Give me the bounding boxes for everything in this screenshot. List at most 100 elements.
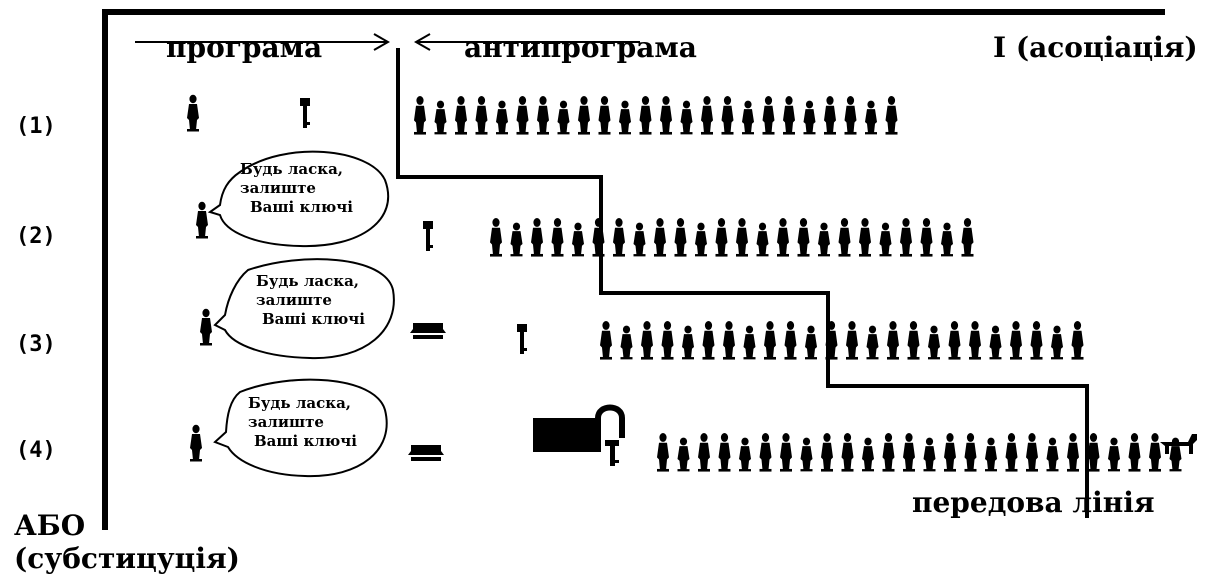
crowd-person-icon <box>783 96 795 135</box>
crowd-person-icon <box>1087 433 1100 472</box>
crowd-person-icon <box>759 433 772 472</box>
crowd-person-icon <box>824 96 836 135</box>
crowd-person-icon <box>961 218 974 257</box>
crowd-person-icon <box>1108 437 1120 472</box>
crowd-person-icon <box>887 321 899 360</box>
crowd-person-icon <box>838 218 851 257</box>
crowd-person-icon <box>510 222 523 257</box>
crowd-person-icon <box>600 321 612 360</box>
antiprogram-arrow <box>413 33 640 51</box>
speech-line: залиште <box>240 179 316 197</box>
crowd-person-icon <box>944 433 956 472</box>
crowd-person-icon <box>490 218 502 257</box>
crowd-person-icon <box>660 96 672 135</box>
crowd-person-icon <box>598 96 611 135</box>
crowd-person-icon <box>821 433 833 472</box>
crowd-person-icon <box>777 218 789 257</box>
crowd-person-icon <box>841 433 854 472</box>
crowd-person-icon <box>639 96 652 135</box>
crowd-person-icon <box>742 100 754 135</box>
crowd-person-icon <box>531 218 543 257</box>
crowd-person-icon <box>762 96 775 135</box>
crowd-person-icon <box>1067 433 1079 472</box>
crowd-person-icon <box>784 321 797 360</box>
crowd-person-icon <box>1010 321 1022 360</box>
row-label: (4) <box>16 438 56 463</box>
crowd-person-icon <box>455 96 467 135</box>
crowd-person-icon <box>948 321 961 360</box>
crowd-person-icon <box>969 321 981 360</box>
speech-line: Будь ласка, <box>248 394 352 412</box>
speech-bubble <box>207 150 390 248</box>
crowd-person-icon <box>866 325 879 360</box>
crowd-person-icon <box>859 218 871 257</box>
crowd-person-icon <box>797 218 810 257</box>
crowd-person-icon <box>1071 321 1084 360</box>
crowd-person-icon <box>844 96 857 135</box>
crowd-person-icon <box>989 325 1002 360</box>
weight-icon <box>408 445 444 461</box>
front-line <box>396 48 1089 518</box>
antiprogram-crowd <box>490 218 974 257</box>
crowd-person-icon <box>619 100 631 135</box>
crowd-person-icon <box>882 433 895 472</box>
and-axis-label: І (асоціація) <box>993 31 1198 64</box>
crowd-person-icon <box>743 325 756 360</box>
crowd-person-icon <box>578 96 590 135</box>
crowd-person-icon <box>674 218 687 257</box>
crowd-person-icon <box>920 218 933 257</box>
crowd-person-icon <box>654 218 666 257</box>
crowd-person-icon <box>1149 433 1161 472</box>
speech-line: залиште <box>256 291 332 309</box>
speech-line: Ваші ключі <box>262 310 365 328</box>
crowd-person-icon <box>551 218 564 257</box>
crowd-person-icon <box>701 96 713 135</box>
program-person-icon <box>196 201 208 239</box>
crowd-person-icon <box>941 222 953 257</box>
crowd-person-icon <box>1026 433 1038 472</box>
crowd-person-icon <box>805 325 817 360</box>
crowd-person-icon <box>641 321 653 360</box>
crowd-person-icon <box>682 325 694 360</box>
or-axis-label: АБО <box>14 509 86 542</box>
key-icon <box>300 98 310 128</box>
speech-text: Будь ласка, залиште Ваші ключі <box>240 160 353 217</box>
crowd-person-icon <box>1030 321 1043 360</box>
crowd-person-icon <box>572 222 584 257</box>
speech-line: Ваші ключі <box>254 432 357 450</box>
crowd-person-icon <box>1051 325 1063 360</box>
dog-icon <box>1160 434 1197 454</box>
crowd-person-icon <box>879 222 892 257</box>
crowd-person-icon <box>865 100 877 135</box>
crowd-person-icon <box>537 96 549 135</box>
speech-text: Будь ласка, залиште Ваші ключі <box>256 272 365 329</box>
program-arrow <box>135 33 391 51</box>
key-ring-icon <box>533 404 625 466</box>
crowd-person-icon <box>985 437 997 472</box>
crowd-person-icon <box>723 321 735 360</box>
crowd-person-icon <box>613 218 625 257</box>
weight-icon <box>410 323 446 339</box>
program-person-icon <box>190 424 202 462</box>
crowd-person-icon <box>780 433 792 472</box>
crowd-person-icon <box>661 321 674 360</box>
crowd-person-icon <box>557 100 570 135</box>
crowd-person-icon <box>862 437 874 472</box>
crowd-person-icon <box>702 321 715 360</box>
crowd-person-icon <box>885 96 898 135</box>
crowd-person-icon <box>756 222 769 257</box>
crowd-person-icon <box>657 433 669 472</box>
crowd-person-icon <box>633 222 646 257</box>
crowd-person-icon <box>764 321 776 360</box>
crowd-person-icon <box>718 433 731 472</box>
crowd-person-icon <box>846 321 858 360</box>
crowd-person-icon <box>695 222 707 257</box>
crowd-person-icon <box>475 96 488 135</box>
speech-text: Будь ласка, залиште Ваші ключі <box>248 394 357 451</box>
crowd-person-icon <box>903 433 915 472</box>
crowd-person-icon <box>721 96 734 135</box>
crowd-person-icon <box>698 433 710 472</box>
crowd-person-icon <box>736 218 748 257</box>
